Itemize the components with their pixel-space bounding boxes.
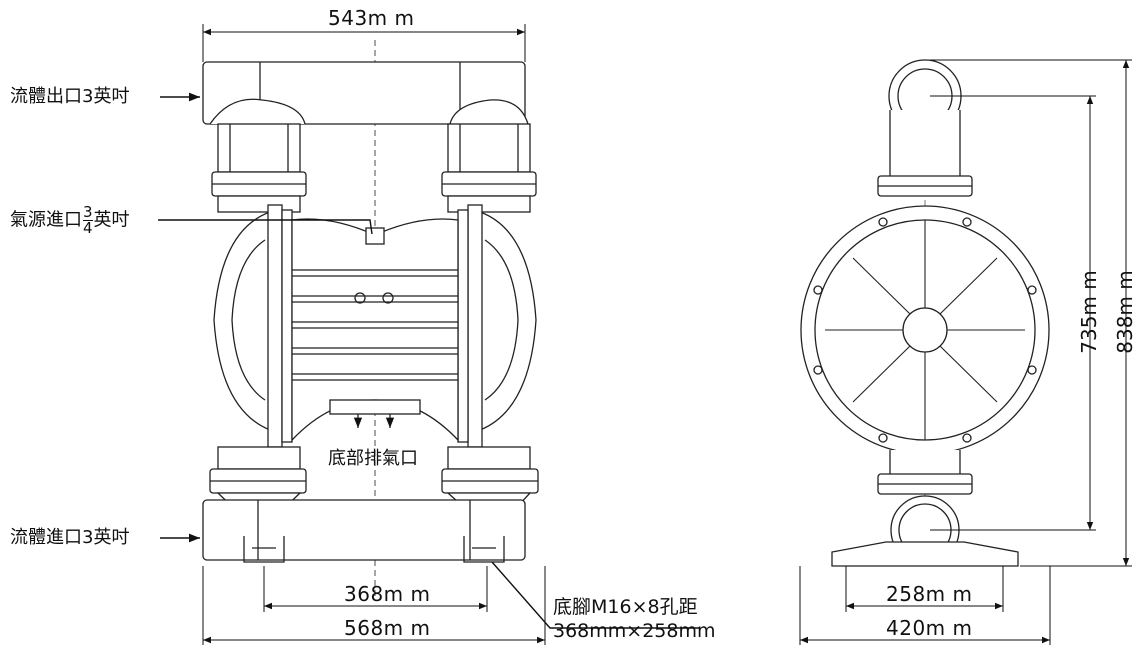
side-dimensions [799,59,1132,645]
dim-foot-spacing: 368m m [344,582,431,606]
label-fluid-outlet: 流體出口3英吋 [10,86,130,107]
front-view [202,40,539,600]
dim-base-width: 568m m [344,616,431,640]
air-inlet-prefix: 氣源進口 [10,209,82,231]
label-fluid-inlet: 流體進口3英吋 [10,527,130,548]
foot-note-line2: 368mm×258mm [553,620,716,642]
dim-port-height: 735m m [1076,270,1101,354]
left-plate [267,204,283,448]
fraction-numerator: 3 [83,203,93,221]
dim-total-height: 838m m [1112,270,1137,354]
dim-side-foot-spacing: 258m m [886,582,973,606]
right-foot [463,536,505,563]
label-bottom-exhaust: 底部排氣口 [328,448,418,469]
inlet-manifold [202,499,526,561]
side-view [800,59,1050,570]
foot-note-line1: 底腳M16×8孔距 [553,596,698,618]
dim-side-base-width: 420m m [886,616,973,640]
bolts [813,217,1037,443]
air-inlet-suffix: 英吋 [93,209,130,231]
front-dimensions [158,24,700,645]
tie-rods [292,269,458,381]
right-plate [467,204,483,448]
ribs [825,220,1025,440]
air-inlet-fitting [365,227,385,245]
left-chamber [213,211,271,431]
dim-top-width: 543m m [328,6,415,30]
left-foot [243,536,285,563]
side-base [831,541,1019,567]
right-chamber [479,211,537,431]
fraction-denominator: 4 [83,219,93,237]
exhaust-plate [329,399,421,415]
